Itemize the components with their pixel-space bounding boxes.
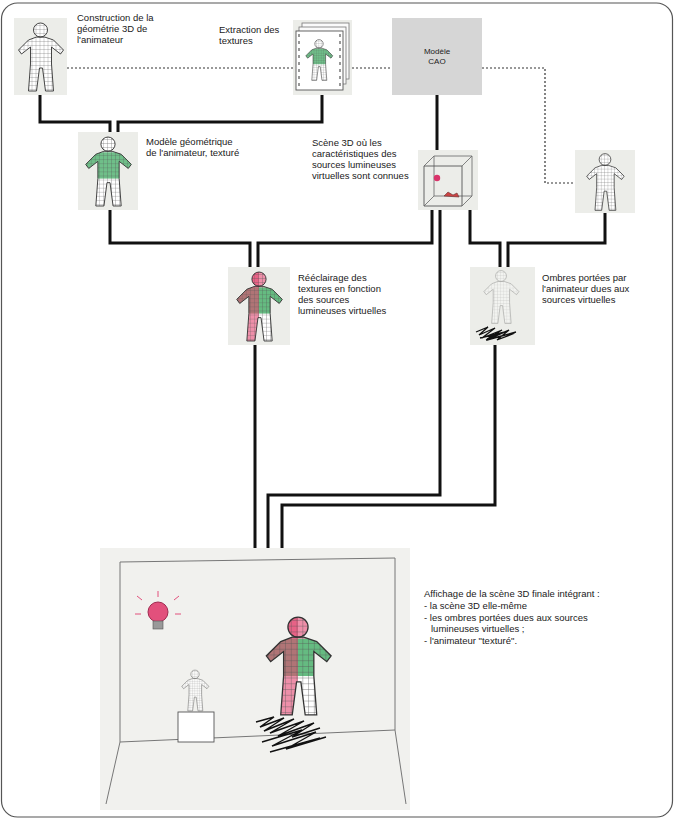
connector-line — [40, 95, 110, 132]
connector-line — [436, 95, 439, 150]
connector-line — [258, 210, 432, 267]
node-label: Affichage de la scène 3D finale intégran… — [424, 588, 629, 599]
caption: Rééclairage des textures en fonction des… — [298, 272, 390, 316]
image-tile: Affichage de la scène 3D finale intégran… — [100, 548, 410, 810]
node-label: Ombres portées par l'animateur dues aux … — [542, 272, 630, 305]
node-label: Modèle géométrique de l'animateur, textu… — [146, 136, 242, 158]
list-item: - l'animateur "texturé". — [424, 635, 629, 646]
node-label: Extraction des textures — [219, 24, 287, 46]
caption: Ombres portées par l'animateur dues aux … — [542, 272, 630, 305]
node-label: Rééclairage des textures en fonction des… — [298, 272, 390, 316]
image-tile: Scène 3D où les caractéristiques des sou… — [418, 150, 478, 210]
connector-line — [110, 210, 250, 267]
image-tile: Rééclairage des textures en fonction des… — [228, 267, 290, 345]
image-tile: Ombres portées par l'animateur dues aux … — [470, 267, 535, 345]
connector-line — [282, 345, 495, 548]
list-item: - les ombres portées dues aux sources lu… — [424, 612, 629, 634]
node-label: Modèle CAO — [415, 47, 459, 67]
caption: Modèle géométrique de l'animateur, textu… — [146, 136, 242, 158]
dotted-connector — [67, 67, 293, 68]
box-label: Modèle CAO — [392, 18, 482, 95]
connector-line — [470, 210, 500, 267]
caption: Construction de la géométrie 3D de l'ani… — [77, 12, 165, 45]
connector-line — [268, 210, 440, 548]
node-label: Construction de la géométrie 3D de l'ani… — [77, 12, 165, 45]
list-item: - la scène 3D elle-même — [424, 600, 629, 611]
image-tile: Construction de la géométrie 3D de l'ani… — [14, 18, 67, 95]
caption: Scène 3D où les caractéristiques des sou… — [312, 137, 410, 181]
connector-line — [118, 95, 322, 132]
dotted-connector — [352, 67, 392, 68]
cad-box: Modèle CAO — [392, 18, 482, 95]
node-label: Scène 3D où les caractéristiques des sou… — [312, 137, 410, 181]
image-tile: Modèle géométrique de l'animateur, textu… — [78, 132, 138, 210]
caption: Extraction des textures — [219, 24, 287, 46]
caption: Affichage de la scène 3D finale intégran… — [424, 588, 629, 646]
image-tile: Extraction des textures — [293, 20, 352, 95]
connector-line — [254, 345, 257, 548]
